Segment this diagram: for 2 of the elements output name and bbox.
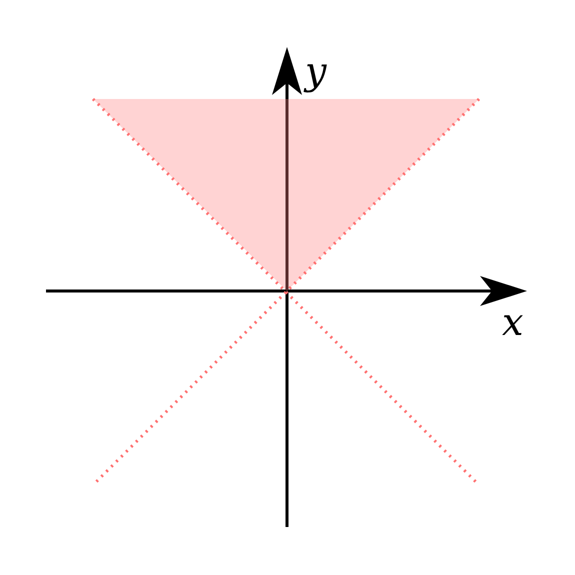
axis-label: y [305,52,326,90]
axis-label: x [502,303,524,341]
